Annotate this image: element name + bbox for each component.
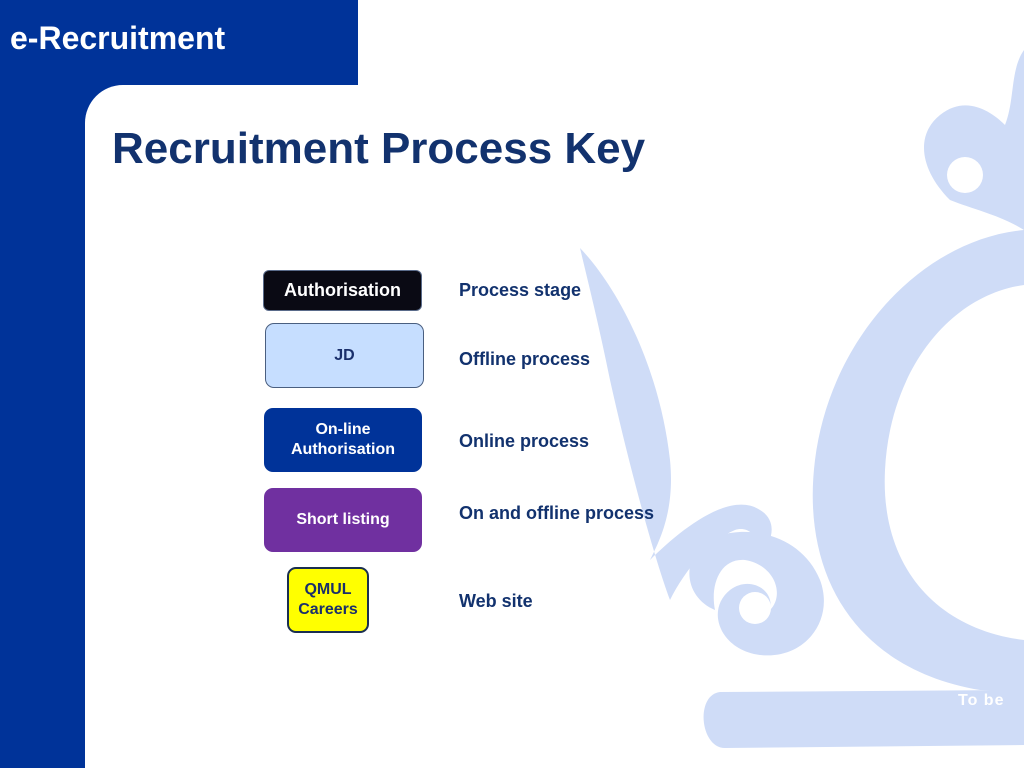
web-site-box: QMUL Careers xyxy=(287,567,369,633)
web-box-line-2: Careers xyxy=(298,601,358,618)
web-site-label: Web site xyxy=(459,591,533,611)
process-stage-box-label: Authorisation xyxy=(284,280,401,300)
process-stage-label: Process stage xyxy=(459,280,582,300)
offline-process-box-label: JD xyxy=(334,347,355,364)
online-box-line-2: Authorisation xyxy=(291,441,395,458)
online-process-label: Online process xyxy=(459,431,590,451)
qmul-crest-watermark-icon xyxy=(580,50,1024,748)
offline-process-label: Offline process xyxy=(459,349,591,369)
web-box-line-1: QMUL xyxy=(304,581,352,598)
on-and-offline-box-label: Short listing xyxy=(296,511,390,528)
on-and-offline-process-box: Short listing xyxy=(264,488,422,552)
online-process-box: On-line Authorisation xyxy=(264,408,422,472)
online-box-line-1: On-line xyxy=(315,421,371,438)
header-title: e-Recruitment xyxy=(10,20,226,56)
on-and-offline-process-label: On and offline process xyxy=(459,503,655,523)
web-site-box-label: QMUL Careers xyxy=(298,580,358,620)
footer-note: To be xyxy=(958,692,1005,709)
process-stage-box: Authorisation xyxy=(263,270,422,311)
slide-title: Recruitment Process Key xyxy=(112,124,646,173)
offline-process-box: JD xyxy=(265,323,424,388)
online-process-box-label: On-line Authorisation xyxy=(291,420,395,460)
